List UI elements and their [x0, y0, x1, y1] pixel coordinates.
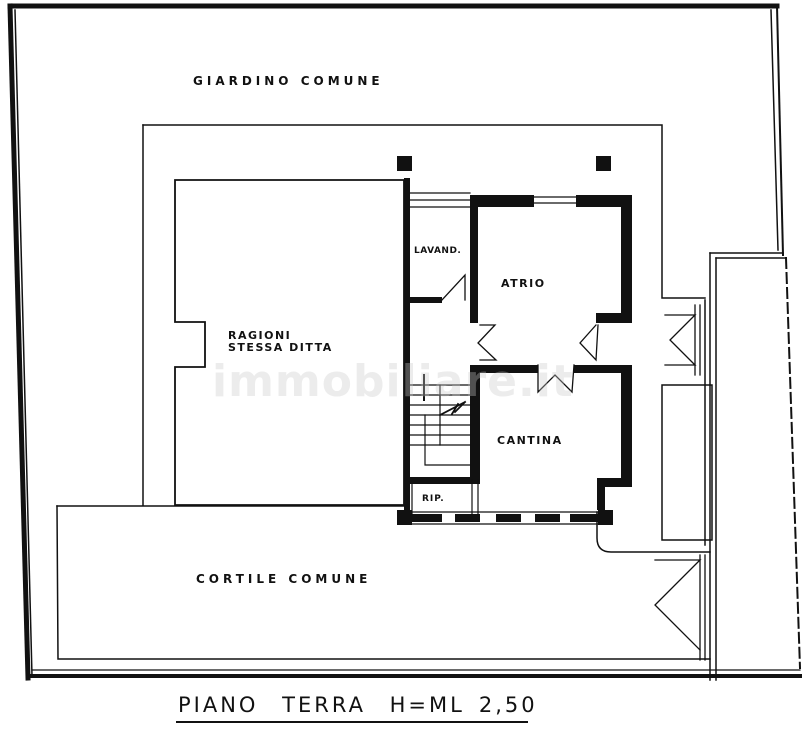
room-label-cellar: CANTINA: [497, 434, 563, 447]
plan-title-level: TERRA: [282, 693, 366, 717]
room-label-laundry: LAVAND.: [414, 246, 462, 256]
plan-title: PIANO TERRA H=ML 2,50: [178, 693, 552, 717]
building-outline: [142, 124, 706, 506]
room-label-stessa-ditta: STESSA DITTA: [228, 341, 333, 354]
walls: [404, 178, 632, 522]
doors: [441, 273, 706, 661]
courtyard-label: CORTILE COMUNE: [196, 572, 372, 586]
side-storage: [661, 299, 713, 546]
plan-title-height-label: H=ML: [389, 693, 465, 717]
garden-label: GIARDINO COMUNE: [193, 74, 384, 88]
title-underline: [176, 721, 528, 723]
pillars: [397, 156, 613, 525]
staircase: [409, 374, 471, 466]
room-label-ragioni: RAGIONI: [228, 329, 292, 342]
plan-title-floor: PIANO: [178, 693, 259, 717]
windows: [409, 192, 599, 525]
courtyard-outline: [56, 505, 711, 660]
room-label-storage: RIP.: [422, 494, 445, 504]
lot-boundary: [7, 3, 802, 681]
plan-title-height-value: 2,50: [478, 693, 538, 717]
room-label-hall: ATRIO: [501, 277, 546, 290]
